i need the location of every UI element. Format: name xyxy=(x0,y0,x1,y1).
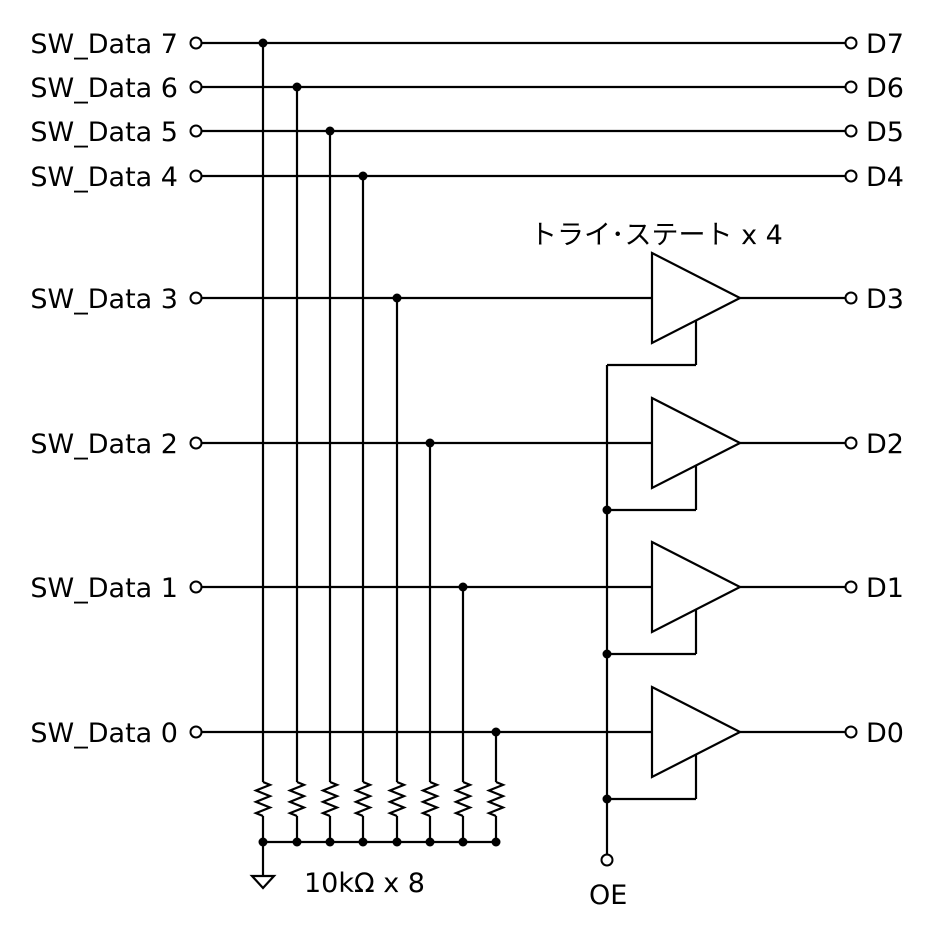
input-label-bit1: SW_Data 1 xyxy=(30,573,178,604)
ground-bus-dot-bit5 xyxy=(325,837,335,847)
output-pin-bit1 xyxy=(844,580,858,594)
junction-dot-bit5 xyxy=(325,126,335,136)
wires xyxy=(201,41,846,876)
output-pin-bit0 xyxy=(844,725,858,739)
junction-dot-bit1 xyxy=(458,582,468,592)
ground-bus-dot-bit6 xyxy=(292,837,302,847)
input-label-bit7: SW_Data 7 xyxy=(30,29,178,60)
input-label-bit5: SW_Data 5 xyxy=(30,117,178,148)
junction-dot-bit7 xyxy=(258,38,268,48)
resistor-bit3 xyxy=(387,780,407,818)
labels: トライ･ステート x 4 10kΩ x 8 OE SW_Data 7 D7SW_D… xyxy=(30,29,904,911)
output-pin-bit2 xyxy=(844,436,858,450)
input-pin-bit2 xyxy=(189,436,203,450)
tri-state-buffer-label: トライ･ステート x 4 xyxy=(530,220,783,251)
output-pin-bit4 xyxy=(844,169,858,183)
junction-dot-bit0 xyxy=(491,727,501,737)
enable-dot-bit1 xyxy=(602,649,612,659)
output-label-bit2: D2 xyxy=(866,429,904,460)
oe-pin xyxy=(600,853,614,867)
input-pin-bit4 xyxy=(189,169,203,183)
output-label-bit7: D7 xyxy=(866,29,904,60)
resistor-bit6 xyxy=(287,780,307,818)
input-pin-bit1 xyxy=(189,580,203,594)
enable-dot-bit2 xyxy=(602,505,612,515)
output-pin-bit6 xyxy=(844,80,858,94)
input-pin-bit6 xyxy=(189,80,203,94)
output-label-bit6: D6 xyxy=(866,73,904,104)
input-label-bit2: SW_Data 2 xyxy=(30,429,178,460)
output-pin-bit7 xyxy=(844,36,858,50)
oe-label: OE xyxy=(589,880,627,911)
input-pin-bit5 xyxy=(189,124,203,138)
ground-bus-dot-bit2 xyxy=(425,837,435,847)
resistor-bit0 xyxy=(486,780,506,818)
resistor-bit7 xyxy=(253,780,273,818)
resistor-array-label: 10kΩ x 8 xyxy=(304,868,425,899)
output-pin-bit3 xyxy=(844,291,858,305)
ground-bus-dot-bit1 xyxy=(458,837,468,847)
resistor-bit5 xyxy=(320,780,340,818)
tri-state-buffer-bit2 xyxy=(650,396,743,490)
resistor-bit4 xyxy=(353,780,373,818)
tri-state-buffer-bit3 xyxy=(650,251,743,345)
ground-bus-dot-bit3 xyxy=(392,837,402,847)
junction-dot-bit4 xyxy=(358,171,368,181)
input-label-bit4: SW_Data 4 xyxy=(30,162,178,193)
output-label-bit4: D4 xyxy=(866,162,904,193)
resistor-bit2 xyxy=(420,780,440,818)
input-pin-bit0 xyxy=(189,725,203,739)
output-label-bit1: D1 xyxy=(866,573,904,604)
output-pin-bit5 xyxy=(844,124,858,138)
junction-dot-bit3 xyxy=(392,293,402,303)
resistor-bit1 xyxy=(453,780,473,818)
junction-dot-bit6 xyxy=(292,82,302,92)
output-label-bit5: D5 xyxy=(866,117,904,148)
ground-bus-dot-bit7 xyxy=(258,837,268,847)
output-label-bit3: D3 xyxy=(866,284,904,315)
ground-bus-dot-bit4 xyxy=(358,837,368,847)
ground-icon xyxy=(249,874,277,890)
input-pin-bit7 xyxy=(189,36,203,50)
tri-state-buffer-bit1 xyxy=(650,540,743,634)
ground-bus-dot-bit0 xyxy=(491,837,501,847)
junction-dot-bit2 xyxy=(425,438,435,448)
input-label-bit3: SW_Data 3 xyxy=(30,284,178,315)
enable-dot-bit0 xyxy=(602,794,612,804)
input-label-bit6: SW_Data 6 xyxy=(30,73,178,104)
input-pin-bit3 xyxy=(189,291,203,305)
output-label-bit0: D0 xyxy=(866,718,904,749)
components xyxy=(189,36,858,890)
tri-state-buffer-bit0 xyxy=(650,685,743,779)
input-label-bit0: SW_Data 0 xyxy=(30,718,178,749)
